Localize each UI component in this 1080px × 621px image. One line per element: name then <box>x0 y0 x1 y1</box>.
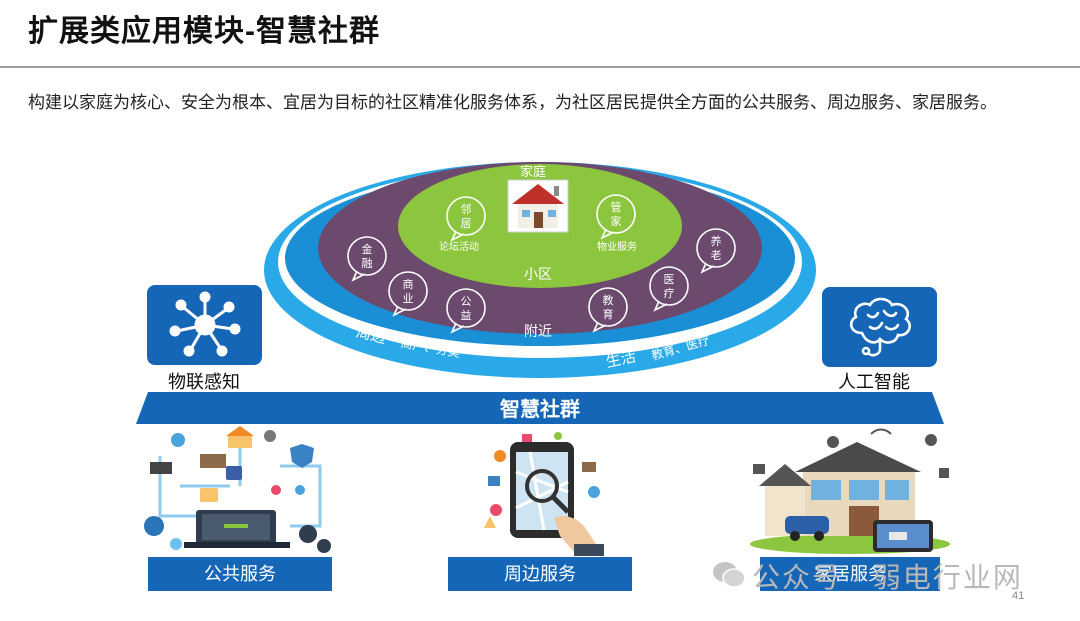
wechat-icon <box>713 562 746 588</box>
outer-bubble-0-char: 金 <box>362 242 373 256</box>
community-label: 小区 <box>524 266 552 282</box>
public-service-illustration <box>144 426 331 553</box>
brain-icon <box>849 297 911 357</box>
outer-bubble-2-char: 公 <box>461 296 472 308</box>
title-divider <box>0 66 1080 68</box>
inner-caption-left: 论坛活动 <box>439 240 479 253</box>
outer-bubble-0-char: 融 <box>362 257 373 270</box>
house-icon <box>507 179 569 233</box>
home-service-illustration <box>750 428 950 554</box>
outer-bubble-2: 公益 <box>446 288 486 334</box>
nearby-service-illustration <box>484 432 604 556</box>
nearby-service-label: 周边服务 <box>448 557 632 591</box>
outer-bubble-4-char: 疗 <box>664 286 675 300</box>
public-service-label: 公共服务 <box>148 557 332 591</box>
nearby-label: 附近 <box>524 323 552 339</box>
home-service-label: 家居服务 <box>760 557 940 591</box>
outer-left-big: 周边 <box>355 323 388 347</box>
outer-bubble-4-char: 医 <box>664 274 675 286</box>
inner-bubble-1: 管家 <box>596 194 636 240</box>
smart-community-bar <box>136 392 944 424</box>
inner-bubble-0-char: 邻 <box>461 203 472 216</box>
outer-bubble-3: 教育 <box>588 287 628 333</box>
outer-bubble-0: 金融 <box>347 236 387 282</box>
outer-bubble-3-char: 育 <box>603 307 614 321</box>
inner-bubble-1-char: 管 <box>611 200 622 214</box>
ai-label: 人工智能 <box>838 372 910 392</box>
iot-network-icon <box>169 291 241 357</box>
outer-bubble-1-char: 业 <box>403 292 414 305</box>
outer-bubble-2-char: 益 <box>461 308 472 322</box>
outer-bubble-4: 医疗 <box>649 266 689 312</box>
inner-caption-right: 物业服务 <box>597 240 637 253</box>
outer-bubble-1-char: 商 <box>403 277 414 291</box>
description-text: 构建以家庭为核心、安全为根本、宜居为目标的社区精准化服务体系，为社区居民提供全方… <box>28 93 997 112</box>
iot-icon-box <box>147 285 262 365</box>
inner-bubble-1-char: 家 <box>611 214 622 228</box>
ai-icon-box <box>822 287 937 367</box>
page-title: 扩展类应用模块-智慧社群 <box>28 15 380 48</box>
bar-label: 智慧社群 <box>500 399 580 421</box>
inner-bubble-0: 邻居 <box>446 196 486 242</box>
outer-bubble-1: 商业 <box>388 271 428 317</box>
outer-bubble-3-char: 教 <box>603 294 614 307</box>
outer-bubble-5-char: 养 <box>711 234 722 248</box>
outer-right-big: 生活 <box>604 348 637 371</box>
page-number: 41 <box>1012 590 1025 602</box>
outer-bubble-5-char: 老 <box>711 249 722 262</box>
inner-bubble-0-char: 居 <box>461 218 472 230</box>
iot-label: 物联感知 <box>168 372 240 392</box>
outer-bubble-5: 养老 <box>696 228 736 274</box>
home-label: 家庭 <box>520 164 546 179</box>
watermark-text: 公众号 · 弱电行业网 <box>752 562 1023 593</box>
